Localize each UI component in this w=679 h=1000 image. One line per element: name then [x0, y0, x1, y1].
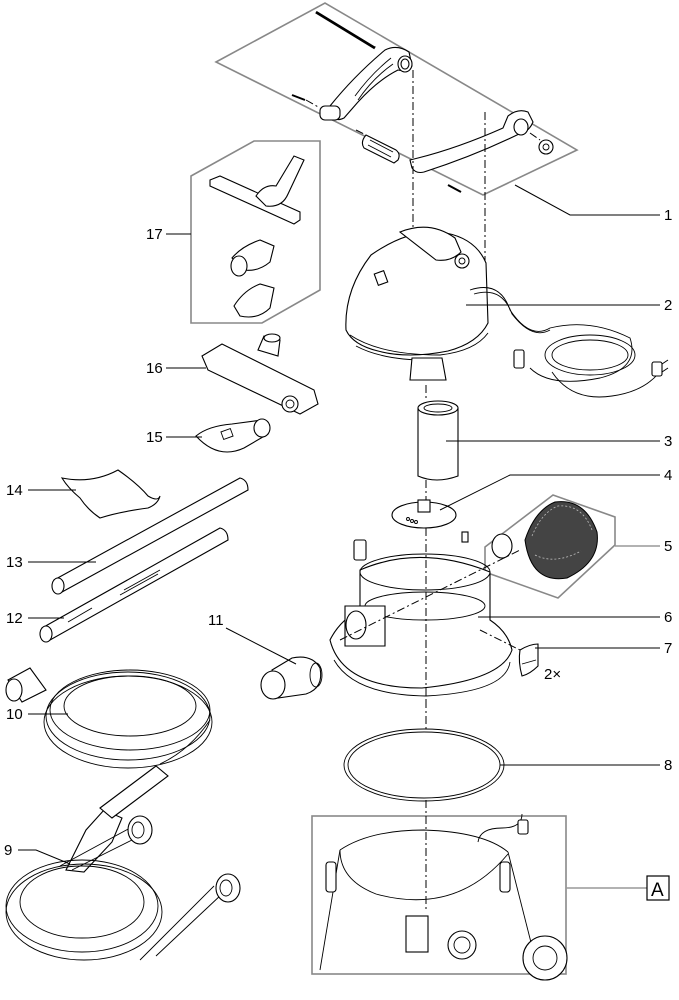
callout-17: 17 — [146, 226, 163, 243]
leader-line-9 — [18, 849, 71, 865]
part-13-suction-tube — [51, 477, 249, 595]
part-17-group-frame — [190, 140, 321, 324]
part-14-cloth — [60, 469, 161, 519]
part-8-sealing-ring — [343, 700, 505, 802]
part-17-nozzle-set — [190, 140, 321, 324]
detail-a-badge — [646, 875, 670, 901]
part-12-suction-tube — [39, 527, 229, 643]
part-7-clamp-latch — [518, 643, 539, 677]
part-6-upper-housing — [329, 528, 521, 700]
leader-line-1 — [514, 184, 660, 216]
detail-a-container — [311, 800, 568, 981]
callout-4: 4 — [664, 467, 672, 484]
part-5-mesh-filter-bag — [484, 494, 616, 599]
callout-8: 8 — [664, 757, 672, 774]
callout-6: 6 — [664, 609, 672, 626]
part-2-motor-head — [345, 226, 669, 398]
part-10-suction-hose — [5, 667, 213, 873]
callout-7: 7 — [664, 640, 672, 657]
part-15-upholstery-nozzle — [195, 418, 271, 453]
callout-7-quantity: 2× — [544, 666, 561, 683]
part-1-handle-assembly — [214, 2, 579, 270]
callout-2: 2 — [664, 297, 672, 314]
callout-14: 14 — [6, 482, 23, 499]
callout-13: 13 — [6, 554, 23, 571]
callout-5: 5 — [664, 538, 672, 555]
callout-9: 9 — [4, 842, 12, 859]
leader-line-4 — [439, 474, 660, 511]
part-9-pressure-hose — [5, 815, 241, 961]
part-1-group-frame — [214, 2, 579, 196]
callout-16: 16 — [146, 360, 163, 377]
callout-1: 1 — [664, 207, 672, 224]
leader-line-11 — [225, 627, 297, 665]
callout-12: 12 — [6, 610, 23, 627]
part-16-floor-nozzle — [201, 333, 319, 415]
callout-10: 10 — [6, 706, 23, 723]
part-4-filter-plate — [391, 480, 457, 529]
callout-3: 3 — [664, 433, 672, 450]
callout-15: 15 — [146, 429, 163, 446]
part-11-hose-connector — [260, 656, 323, 700]
detail-a-frame — [311, 815, 567, 975]
part-3-cartridge-filter — [417, 385, 459, 481]
callout-a: A — [651, 880, 664, 901]
callout-11: 11 — [208, 612, 224, 629]
